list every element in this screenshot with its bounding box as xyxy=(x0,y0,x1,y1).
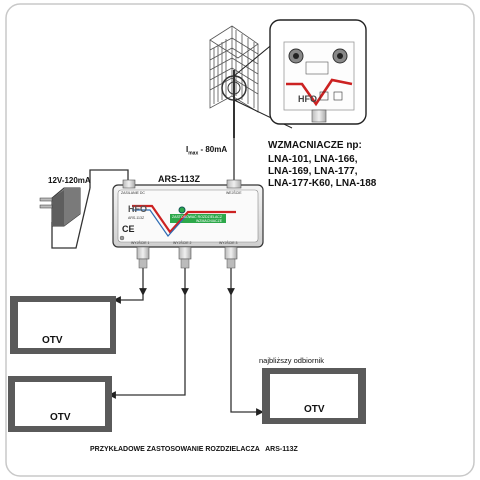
splitter-model-small: ARS-113Z xyxy=(128,216,145,220)
svg-text:CE: CE xyxy=(122,224,135,234)
tv-3 xyxy=(262,368,366,424)
current-label-rest: - 80mA xyxy=(198,145,228,154)
splitter-strip-sub: WZMACNIACZE xyxy=(196,219,223,223)
antenna xyxy=(209,25,259,138)
amplifier-logo: HFO xyxy=(298,94,317,104)
splitter-power-in-label: ZASILANIE DC xyxy=(121,191,145,195)
diagram-caption: PRZYKŁADOWE ZASTOSOWANIE ROZDZIELACZA AR… xyxy=(90,446,298,453)
current-label-main: I xyxy=(186,145,189,154)
nearest-receiver-label: najbliższy odbiornik xyxy=(259,356,325,365)
tv-1 xyxy=(10,296,116,354)
power-adapter xyxy=(39,187,81,227)
output-2-cable xyxy=(108,294,186,399)
splitter-model-label: ARS-113Z xyxy=(158,174,201,184)
splitter-output-3-label: WYJŚCIE 3 xyxy=(219,241,238,245)
amplifiers-line-2: LNA-169, LNA-177, xyxy=(268,166,358,177)
tv-2-label: OTV xyxy=(50,412,71,423)
tv-2 xyxy=(8,376,112,432)
splitter-logo: HFO xyxy=(128,204,147,214)
output-1-cable xyxy=(113,294,144,304)
amplifiers-line-1: LNA-101, LNA-166, xyxy=(268,154,358,165)
tv-3-label: OTV xyxy=(304,404,325,415)
amplifier-closeup xyxy=(269,19,367,125)
splitter-device: CE xyxy=(112,179,264,269)
power-supply-label: 12V-120mA xyxy=(48,176,91,185)
splitter-strip-text: ZASTOSOWAĆ ROZDZIELACZ xyxy=(172,215,222,219)
amplifiers-heading: WZMACNIACZE np: xyxy=(268,140,362,151)
output-3-cable xyxy=(230,294,264,416)
tv-1-label: OTV xyxy=(42,335,63,346)
current-label-sub: max xyxy=(188,150,199,157)
amplifiers-line-3: LNA-177-K60, LNA-188 xyxy=(268,178,377,189)
splitter-antenna-in-label: WEJŚCIE xyxy=(226,191,242,195)
power-cable xyxy=(51,187,91,249)
splitter-output-2-label: WYJŚCIE 2 xyxy=(173,241,192,245)
splitter-output-1-label: WYJŚCIE 1 xyxy=(131,241,150,245)
current-label: Imax - 80mA xyxy=(186,145,227,157)
